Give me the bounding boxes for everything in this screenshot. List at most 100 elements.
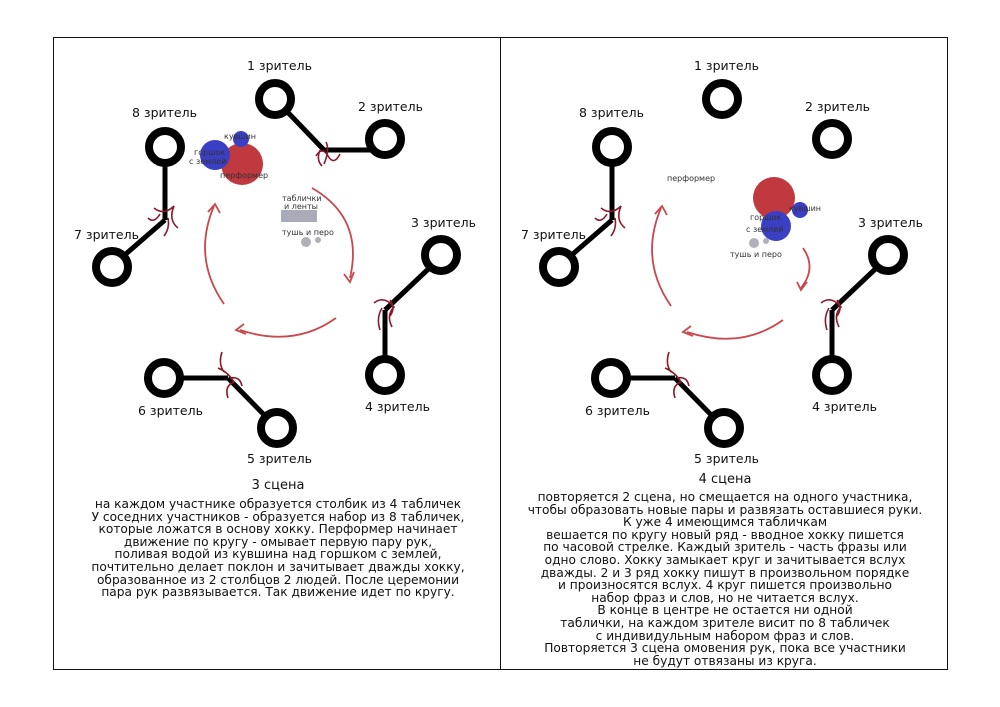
text-line: таблички, на каждом зрителе висит по 8 т… (560, 615, 890, 630)
viewer-5-label: 5 зритель (247, 451, 312, 466)
viewer-6-label: 6 зритель (585, 403, 650, 418)
text-line: У соседних участников - образуется набор… (91, 509, 465, 524)
text-line: пара рук развязывается. Так движение иде… (101, 585, 455, 600)
viewer-7-label: 7 зритель (521, 227, 586, 242)
pitcher-icon (792, 202, 808, 218)
text-line: и произносятся вслух. 4 круг пишется про… (557, 578, 893, 593)
scene-4-description: повторяется 2 сцена, но смещается на одн… (501, 491, 949, 667)
viewer-6-label: 6 зритель (138, 403, 203, 418)
ink-label: тушь и перо (282, 228, 334, 237)
text-line: с индивидульным набором фраз и слов. (595, 628, 855, 643)
viewer-1-ring-icon (255, 79, 295, 119)
viewer-8-label: 8 зритель (132, 105, 197, 120)
scene-4-panel: 1 зритель 2 зритель 3 зритель 4 зритель … (500, 37, 948, 670)
viewer-3-ring-icon (868, 235, 908, 275)
text-line: дважды. 2 и 3 ряд хокку пишут в произвол… (540, 565, 910, 580)
viewer-4-label: 4 зритель (365, 399, 430, 414)
viewer-2-label: 2 зритель (805, 99, 870, 114)
viewer-1-label: 1 зритель (247, 58, 312, 73)
pen-icon (315, 237, 321, 243)
performer-icon (753, 177, 795, 219)
ribbon-1-2-icon (315, 141, 341, 167)
tablets-label-line2: и ленты (284, 202, 318, 211)
ribbon-3-4-icon (820, 299, 843, 331)
arrow-bottom-head-icon (234, 323, 247, 335)
pot-label-line1: горшок (194, 148, 225, 157)
scene-3-title: 3 сцена (251, 478, 305, 493)
pot-label-line2: с землей (189, 157, 226, 166)
text-line: образованное из 2 столбцов 2 людей. Посл… (96, 572, 460, 587)
ink-icon (301, 237, 311, 247)
circular-arrows (651, 204, 811, 340)
viewer-1-ring-icon (702, 79, 742, 119)
ink-label: тушь и перо (730, 250, 782, 259)
text-line: вешается по кругу новый ряд - вводное хо… (546, 527, 904, 542)
text-line: набор фраз и слов, но не читается вслух. (591, 590, 859, 605)
pitcher-label: кувшин (224, 132, 256, 141)
ink-icon (749, 238, 759, 248)
scene-3-diagram: 1 зритель 2 зритель 3 зритель 4 зритель … (74, 58, 476, 466)
ribbon-5-6-icon (217, 351, 243, 399)
tablets-label-line1: таблички (282, 194, 322, 203)
viewer-1-label: 1 зритель (694, 58, 759, 73)
viewer-5-ring-icon (704, 408, 744, 448)
viewer-rings (539, 79, 908, 448)
text-line: которые ложатся в основу хокку. Перформе… (98, 522, 458, 537)
arrow-bottom-icon (239, 317, 337, 338)
arrow-left-head-icon (207, 202, 221, 214)
arrow-right-icon (311, 187, 354, 279)
viewer-4-label: 4 зритель (812, 399, 877, 414)
viewer-8-label: 8 зритель (579, 105, 644, 120)
performer-label: перформер (220, 171, 268, 180)
ribbon-3-4-icon (373, 299, 396, 331)
arrow-left-icon (204, 205, 225, 305)
viewer-2-label: 2 зритель (358, 99, 423, 114)
text-line: почтительно делает поклон и зачитывает д… (91, 559, 465, 574)
ribbon-7-8-icon (594, 205, 626, 237)
viewer-5-ring-icon (257, 408, 297, 448)
viewer-3-label: 3 зритель (411, 215, 476, 230)
viewer-8-ring-icon (592, 127, 632, 167)
viewer-7-ring-icon (539, 247, 579, 287)
text-line: В конце в центре не остается ни одной (597, 603, 853, 618)
arrow-bottom-head-icon (681, 325, 694, 337)
scene-4-title: 4 сцена (698, 472, 752, 487)
performer-label: перформер (667, 174, 715, 183)
text-line: движение по кругу - омывает первую пару … (123, 534, 433, 549)
viewer-7-ring-icon (92, 247, 132, 287)
viewer-6-ring-icon (144, 358, 184, 398)
arrow-right-head-icon (796, 281, 808, 292)
ribbon-7-8-icon (147, 205, 179, 237)
arrow-right-head-icon (343, 271, 355, 284)
pitcher-icon (233, 131, 249, 147)
viewer-5-label: 5 зритель (694, 451, 759, 466)
viewer-8-ring-icon (145, 127, 185, 167)
text-line: повторяется 2 сцена, но смещается на одн… (537, 490, 913, 504)
viewer-rings (92, 79, 461, 448)
viewer-6-ring-icon (591, 358, 631, 398)
viewer-2-ring-icon (365, 119, 405, 159)
text-line: по часовой стрелке. Каждый зритель - час… (543, 540, 907, 555)
viewer-3-label: 3 зритель (858, 215, 923, 230)
viewer-4-ring-icon (812, 355, 852, 395)
viewer-7-label: 7 зритель (74, 227, 139, 242)
circular-arrows (204, 187, 355, 338)
ribbon-5-6-icon (664, 351, 690, 399)
pitcher-label: кувшин (789, 204, 821, 213)
viewer-3-ring-icon (421, 235, 461, 275)
viewer-2-ring-icon (812, 119, 852, 159)
arrow-left-icon (651, 207, 672, 307)
text-line: чтобы образовать новые пары и развязать … (527, 502, 923, 517)
text-line: К уже 4 имеющимся табличкам (622, 515, 828, 530)
pen-icon (763, 238, 769, 244)
scene-3-panel: 1 зритель 2 зритель 3 зритель 4 зритель … (53, 37, 501, 670)
arrow-bottom-icon (686, 319, 784, 340)
text-line: поливая водой из кувшина над горшком с з… (114, 547, 442, 562)
pot-icon (200, 140, 230, 170)
tablets-icon (281, 210, 317, 222)
viewer-4-ring-icon (365, 355, 405, 395)
arrow-right-icon (800, 247, 811, 289)
scene-3-description: на каждом участнике образуется столбик и… (54, 498, 502, 599)
pot-icon (761, 211, 791, 241)
ribbons (594, 205, 843, 399)
